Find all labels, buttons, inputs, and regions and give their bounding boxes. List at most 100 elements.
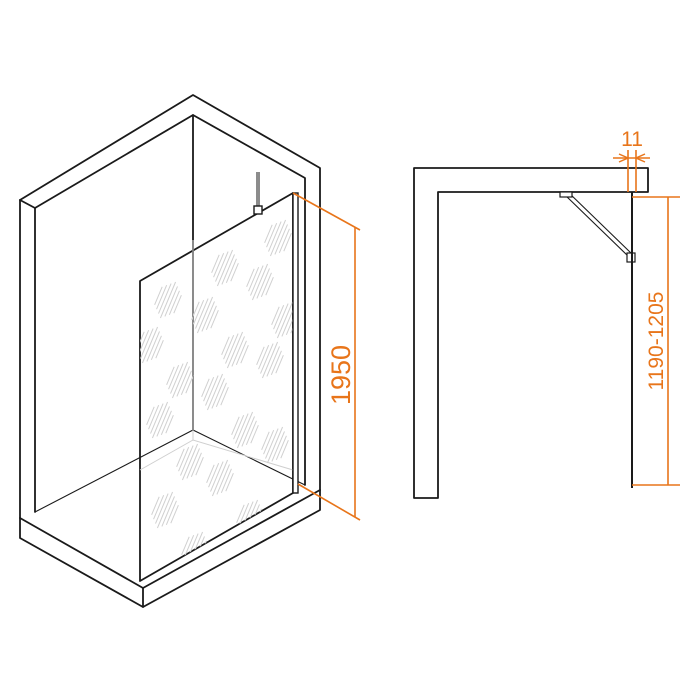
glass-pattern-stroke (168, 365, 180, 390)
glass-pattern-stroke (265, 277, 274, 296)
glass-pattern-stroke (275, 303, 289, 334)
glass-pattern-stroke (191, 536, 205, 567)
glass-pattern-stroke (231, 416, 240, 435)
glass-pattern-stroke (206, 464, 215, 483)
glass-pattern-stroke (271, 431, 285, 462)
glass-pattern-stroke (208, 463, 220, 488)
glass-pattern-stroke (141, 326, 159, 364)
glass-pattern-stroke (270, 350, 282, 375)
wall-inner-edge (34, 114, 306, 486)
glass-pattern-stroke (233, 415, 245, 440)
glass-pattern-stroke (240, 345, 249, 364)
glass-pattern-stroke (236, 411, 254, 449)
wall-top-edge (19, 94, 321, 491)
glass-pattern-stroke (180, 370, 192, 395)
section-stabilizer-mount (559, 191, 573, 198)
glass-pattern-stroke (193, 300, 205, 325)
glass-pattern-stroke (215, 382, 227, 407)
glass-pattern-stroke (274, 224, 288, 255)
glass-pattern-stroke (290, 315, 293, 334)
glass-pattern-stroke (195, 457, 204, 476)
glass-pattern-stroke (196, 296, 214, 334)
glass-pattern-stroke (250, 265, 264, 296)
glass-pattern-stroke (165, 415, 174, 434)
bracket-dimension-label: 1190-1205 (645, 292, 668, 391)
glass-pattern-stroke (140, 328, 154, 359)
glass-pattern-stroke (166, 366, 175, 385)
glass-pattern-stroke (205, 305, 217, 330)
glass-pattern-stroke (250, 425, 259, 444)
section-view: 11 1190-1205 (413, 128, 680, 499)
glass-pattern-stroke (161, 496, 175, 527)
height-extension-bottom (297, 483, 361, 521)
glass-pattern-stroke (278, 228, 290, 253)
glass-pattern-stroke (150, 335, 162, 360)
glass-pattern-stroke (146, 331, 160, 362)
glass-pattern-stroke (168, 290, 180, 315)
glass-pattern-stroke (171, 361, 189, 399)
glass-pattern-stroke (155, 493, 169, 524)
glass-pattern-stroke (266, 426, 284, 464)
glass-pattern-stroke (156, 285, 168, 310)
tray-top (19, 489, 321, 589)
glass-pattern-stroke (261, 431, 270, 450)
glass-pattern-stroke (264, 224, 273, 243)
glass-pattern-stroke (159, 281, 177, 319)
glass-pattern-stroke (195, 298, 209, 329)
glass-pattern-stroke (226, 331, 244, 369)
glass-pattern-stroke (210, 461, 224, 492)
glass-pattern-stroke (238, 503, 250, 528)
glass-pattern-stroke (235, 340, 247, 365)
glass-pattern-stroke (203, 377, 215, 402)
glass-pattern-stroke (160, 410, 172, 435)
glass-pattern-stroke (261, 341, 279, 379)
glass-pattern-stroke (158, 283, 172, 314)
thickness-arrow-left (618, 153, 630, 163)
glass-pattern-stroke (153, 495, 165, 520)
glass-pattern-stroke (211, 378, 225, 409)
glass-pattern-stroke (176, 366, 190, 397)
height-extension-top (292, 192, 361, 231)
glass-pattern-stroke (275, 435, 287, 460)
glass-pattern-stroke (216, 249, 234, 287)
glass-pattern-stroke (173, 295, 182, 314)
glass-pattern-stroke (206, 373, 224, 411)
glass-pattern-stroke (215, 251, 229, 282)
glass-pattern-stroke (268, 221, 282, 252)
glass-pattern-stroke (201, 378, 210, 397)
glass-pattern-stroke (176, 448, 185, 467)
section-stabilizer-arm-a (563, 193, 629, 257)
glass-pattern-stroke (154, 286, 163, 305)
glass-pattern-stroke (201, 301, 215, 332)
glass-pattern-stroke (151, 401, 169, 439)
glass-pattern-stroke (275, 355, 284, 374)
wall-section (413, 167, 649, 499)
glass-pattern-stroke (210, 310, 219, 329)
glass-pattern-stroke (140, 330, 150, 355)
glass-pattern-stroke (256, 268, 270, 299)
glass-pattern-stroke (213, 253, 225, 278)
glass-pattern-stroke (155, 340, 164, 359)
glass-pattern-stroke (248, 267, 260, 292)
glass-pattern-stroke (220, 468, 232, 493)
glass-pattern-stroke (230, 263, 239, 282)
glass-pattern-stroke (211, 459, 229, 497)
glass-pattern-stroke (280, 440, 289, 459)
glass-pattern-stroke (225, 473, 234, 492)
glass-pattern-stroke (140, 331, 145, 350)
glass-pattern-stroke (235, 413, 249, 444)
glass-pattern-stroke (185, 375, 194, 394)
glass-pattern-stroke (151, 496, 160, 515)
glass-pattern-stroke (181, 536, 190, 555)
wall-profile (292, 192, 299, 494)
glass-pattern-stroke (285, 310, 293, 335)
glass-pattern-stroke (170, 363, 184, 394)
glass-pattern-stroke (265, 428, 279, 459)
thickness-arrow-right (634, 153, 646, 163)
glass-pattern-stroke (220, 387, 229, 406)
glass-pattern-stroke (263, 430, 275, 455)
height-dimension-label: 1950 (326, 345, 356, 405)
glass-pattern-stroke (260, 272, 272, 297)
glass-pattern-stroke (245, 420, 257, 445)
